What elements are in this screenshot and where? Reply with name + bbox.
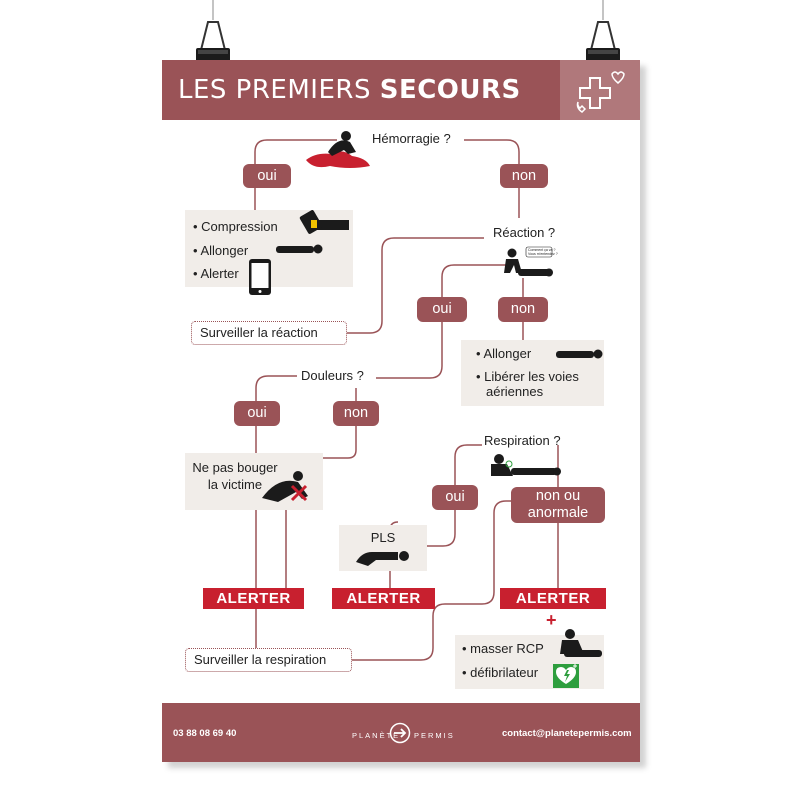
aed-defibrillator-icon (553, 664, 579, 688)
pill-oui-respiration: oui (432, 485, 478, 510)
surveiller-reaction-box: Surveiller la réaction (191, 321, 347, 345)
question-hemorragie: Hémorragie ? (372, 131, 451, 146)
question-reaction: Réaction ? (493, 225, 556, 240)
action-liberer-voies-2: aériennes (486, 384, 544, 399)
header-icon-box (560, 60, 640, 120)
smartphone-icon (249, 259, 271, 295)
non-anormale-line2: anormale (527, 505, 589, 521)
pill-non-douleurs: non (333, 401, 379, 426)
lying-person-icon (276, 244, 323, 254)
action-defibrilateur: • défibrilateur (462, 665, 539, 680)
breathing-check-icon (491, 454, 561, 476)
footer-phone: 03 88 08 69 40 (173, 728, 237, 739)
action-liberer-voies: • Libérer les voies (476, 369, 579, 384)
pill-non-reaction: non (498, 297, 548, 322)
speech-bubble-line2: Vous m'entendez ? (528, 252, 558, 256)
action-alerter: • Alerter (193, 266, 239, 281)
footer-email: contact@planetepermis.com (502, 728, 632, 739)
pill-oui-reaction: oui (417, 297, 467, 322)
action-allonger-2: • Allonger (476, 346, 532, 361)
title-bold: SECOURS (379, 75, 521, 105)
logo-text-right: PERMIS (414, 731, 455, 740)
speech-bubble-line1: Comment ça va ? (528, 248, 556, 252)
surveiller-respiration-box: Surveiller la respiration (185, 648, 352, 672)
checking-victim-icon (504, 246, 553, 277)
alerter-left: ALERTER (203, 588, 304, 609)
title-light: LES PREMIERS (178, 75, 380, 105)
pls-box (339, 525, 427, 571)
question-douleurs: Douleurs ? (301, 368, 364, 383)
medical-cross-icon (576, 71, 625, 113)
non-anormale-line1: non ou (535, 488, 581, 504)
action-masser-rcp: • masser RCP (462, 641, 544, 656)
alerter-middle: ALERTER (332, 588, 435, 609)
page-title: LES PREMIERS SECOURS (178, 75, 521, 105)
pill-non-hemorragie: non (500, 164, 548, 188)
lying-person-icon-2 (556, 349, 603, 359)
arrow-circle-icon (389, 722, 411, 744)
cpr-icon (560, 629, 602, 657)
speech-bubble: Comment ça va ? Vous m'entendez ? (528, 248, 558, 256)
pill-oui-hemorragie: oui (243, 164, 291, 188)
question-respiration: Respiration ? (484, 433, 561, 448)
injured-person-icon (262, 471, 308, 502)
action-compression: • Compression (193, 219, 278, 234)
plus-sign: + (546, 610, 557, 630)
compression-hand-icon (299, 210, 349, 234)
heart-icon (611, 71, 625, 84)
logo-text-left: PLANÈTE (352, 731, 401, 740)
poster-footer: 03 88 08 69 40 PLANÈTE PERMIS contact@pl… (162, 703, 640, 762)
phone-icon (576, 101, 587, 113)
action-allonger: • Allonger (193, 243, 249, 258)
poster-header: LES PREMIERS SECOURS (162, 60, 640, 120)
ne-pas-bouger-box (185, 453, 323, 510)
poster: LES PREMIERS SECOURS (162, 60, 640, 762)
bleeding-victim-icon (306, 131, 370, 168)
ne-pas-bouger-line2: la victime (207, 477, 263, 492)
ne-pas-bouger-line1: Ne pas bouger (192, 460, 278, 475)
pill-non-anormale: non ou anormale (511, 487, 605, 523)
pill-oui-douleurs: oui (234, 401, 280, 426)
recovery-position-icon (356, 551, 409, 566)
alerter-right: ALERTER (500, 588, 606, 609)
pls-label: PLS (370, 530, 396, 545)
